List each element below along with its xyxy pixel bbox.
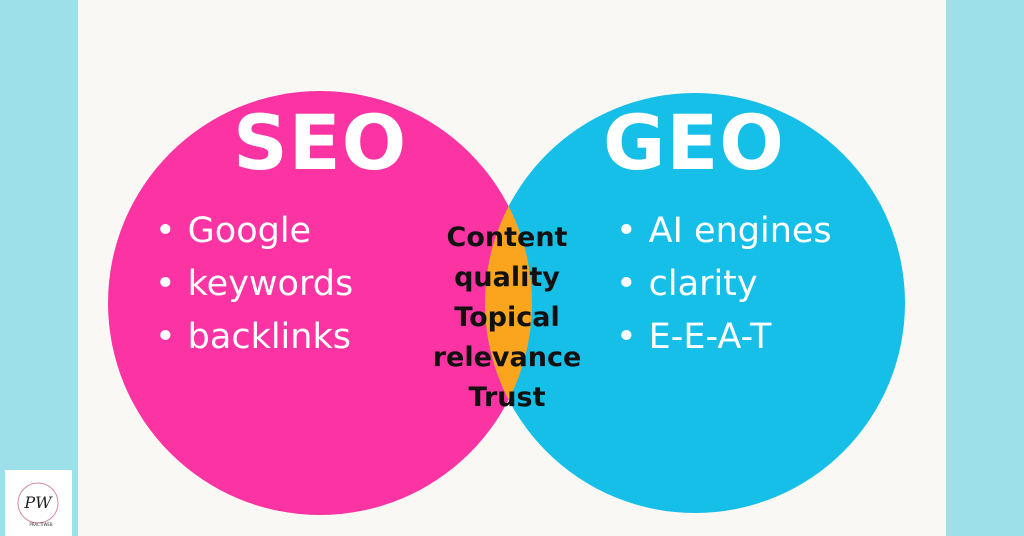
svg-text:PW: PW (23, 493, 53, 512)
geo-item: clarity (616, 258, 832, 311)
overlap-item: quality (454, 262, 560, 293)
brand-logo: PW PRACTIWEB (5, 470, 72, 536)
seo-item: keywords (155, 258, 354, 311)
overlap-list: Content quality Topical relevance Trust (422, 218, 592, 418)
logo-mark: PW PRACTIWEB (17, 482, 59, 527)
geo-list: AI engines clarity E-E-A-T (616, 205, 832, 364)
geo-item: AI engines (616, 205, 832, 258)
geo-item: E-E-A-T (616, 311, 832, 364)
overlap-item: Trust (468, 382, 546, 413)
seo-item: Google (155, 205, 353, 258)
geo-title: GEO (603, 98, 785, 187)
svg-text:PRACTIWEB: PRACTIWEB (29, 522, 53, 527)
overlap-item: Content (446, 222, 568, 253)
overlap-item: relevance (432, 342, 582, 373)
seo-item: backlinks (155, 311, 353, 364)
overlap-item: Topical (454, 302, 560, 333)
seo-title: SEO (233, 98, 408, 187)
seo-list: Google keywords backlinks (155, 205, 354, 364)
